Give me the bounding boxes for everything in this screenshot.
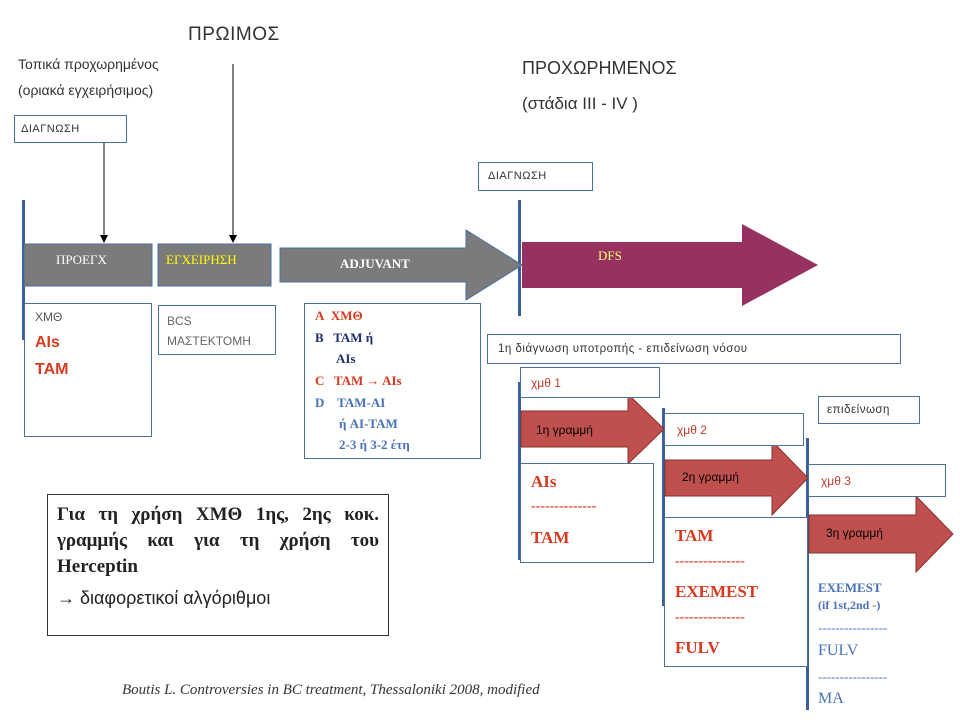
line1-separator: -------------- [531,499,597,514]
adjuvant-arrow [279,229,523,301]
option-letter: A [315,308,325,323]
line2-timeline [662,408,665,606]
line2-separator: --------------- [675,610,745,625]
line1-drug2: TAM [531,528,570,547]
worsening-label: επιδείνωση [827,404,890,416]
chemo1-label: χμθ 1 [531,376,561,390]
line3-drug2: FULV [818,642,859,659]
advanced-stage-title: ΠΡΟΧΩΡΗΜΕΝΟΣ [522,58,677,78]
line2-separator: --------------- [675,554,745,569]
preop-tam: TAM [35,361,69,378]
line2-arrow [664,439,809,517]
adjuvant-label: ADJUVANT [340,256,410,271]
surgery-details-box: BCS ΜΑΣΤΕΚΤΟΜΗ [158,305,276,355]
note-algorithms: → διαφορετικοί αλγόριθμοι [57,588,271,608]
line3-drug1: EXEMEST [818,580,882,595]
preop-block [23,243,153,287]
option-text: TAM-AI [337,395,386,410]
adjuvant-option-d2: ή AI-TAM [339,416,398,431]
adjuvant-option-d3: 2-3 ή 3-2 έτη [339,437,410,452]
adjuvant-option-c: C TAM → AIs [315,373,402,389]
diagnosis-timeline-line [518,200,521,316]
line1-arrow [520,392,665,466]
preop-ais: AIs [35,334,60,351]
diagnosis-box-advanced: ΔΙΑΓΝΩΣΗ [478,162,593,191]
line3-separator: ---------------- [818,669,888,684]
diagnosis-label: ΔΙΑΓΝΩΣΗ [21,123,80,135]
option-letter: D [315,395,325,410]
preop-details-box: ΧΜΘ AIs TAM [24,303,152,437]
note-box: Για τη χρήση ΧΜΘ 1ης, 2ης κοκ. γραμμής κ… [47,494,389,636]
line1-arrow-label: 1η γραμμή [536,423,593,437]
adjuvant-option-d: D TAM-AI [315,395,385,411]
option-text: AIs [382,373,402,388]
chemo1-box: χμθ 1 [520,367,660,398]
line2-arrow-label: 2η γραμμή [682,470,739,484]
chemo3-label: χμθ 3 [821,474,851,488]
preop-label: ΠΡΟΕΓΧ [56,252,107,267]
dfs-arrow [522,224,818,306]
early-stage-title: ΠΡΩΙΜΟΣ [188,24,280,45]
line3-drug1-note: (if 1st,2nd -) [818,598,881,612]
line3-separator: ---------------- [818,620,888,635]
line1-timeline [518,382,521,560]
option-letter: C [315,373,325,388]
surgery-bcs: BCS [167,314,192,328]
line2-drugs-box: TAM --------------- EXEMEST ------------… [664,517,808,667]
line3-arrow-label: 3η γραμμή [826,526,883,540]
line2-drug2: EXEMEST [675,582,759,601]
arrow-icon: → [366,373,380,388]
dfs-label: DFS [598,248,622,263]
note-text: Για τη χρήση ΧΜΘ 1ης, 2ης κοκ. γραμμής κ… [57,504,379,577]
local-advanced-line2: (οριακά εγχειρήσιμος) [18,82,154,98]
line1-drugs-box: AIs -------------- TAM [520,463,654,563]
local-advanced-line1: Τοπικά προχωρημένος [18,56,159,72]
option-text: ΧΜΘ [330,308,363,323]
chemo2-box: χμθ 2 [664,413,804,446]
adjuvant-option-b2: AIs [336,351,356,366]
line1-drug1: AIs [531,472,557,491]
preop-chemo: ΧΜΘ [35,310,63,324]
line2-drug1: TAM [675,526,714,545]
surgery-mastectomy: ΜΑΣΤΕΚΤΟΜΗ [167,334,251,348]
diagnosis-box-early: ΔΙΑΓΝΩΣΗ [14,115,127,143]
citation: Boutis L. Controversies in BC treatment,… [122,682,540,698]
line2-drug3: FULV [675,638,720,657]
worsening-box: επιδείνωση [818,396,920,424]
line3-drug3: MA [818,690,844,707]
adjuvant-option-a: A ΧΜΘ [315,308,363,324]
line3-arrow [808,494,954,574]
diagnosis-label: ΔΙΑΓΝΩΣΗ [488,170,547,182]
surgery-label: ΕΓΧΕΙΡΗΣΗ [166,252,237,267]
option-text: TAM ή [333,330,374,345]
relapse-label: 1η διάγνωση υποτροπής - επιδείνωση νόσου [498,343,748,355]
chemo2-label: χμθ 2 [677,423,707,437]
option-letter: B [315,330,324,345]
advanced-stages-label: (στάδια III - IV ) [522,94,638,113]
surgery-block [157,243,272,287]
option-text: TAM [333,373,364,388]
adjuvant-option-b: B TAM ή [315,330,373,346]
adjuvant-details-box: A ΧΜΘ B TAM ή AIs C TAM → AIs D TAM-AI ή… [304,303,481,459]
relapse-box: 1η διάγνωση υποτροπής - επιδείνωση νόσου [487,334,901,364]
chemo3-box: χμθ 3 [808,464,946,497]
